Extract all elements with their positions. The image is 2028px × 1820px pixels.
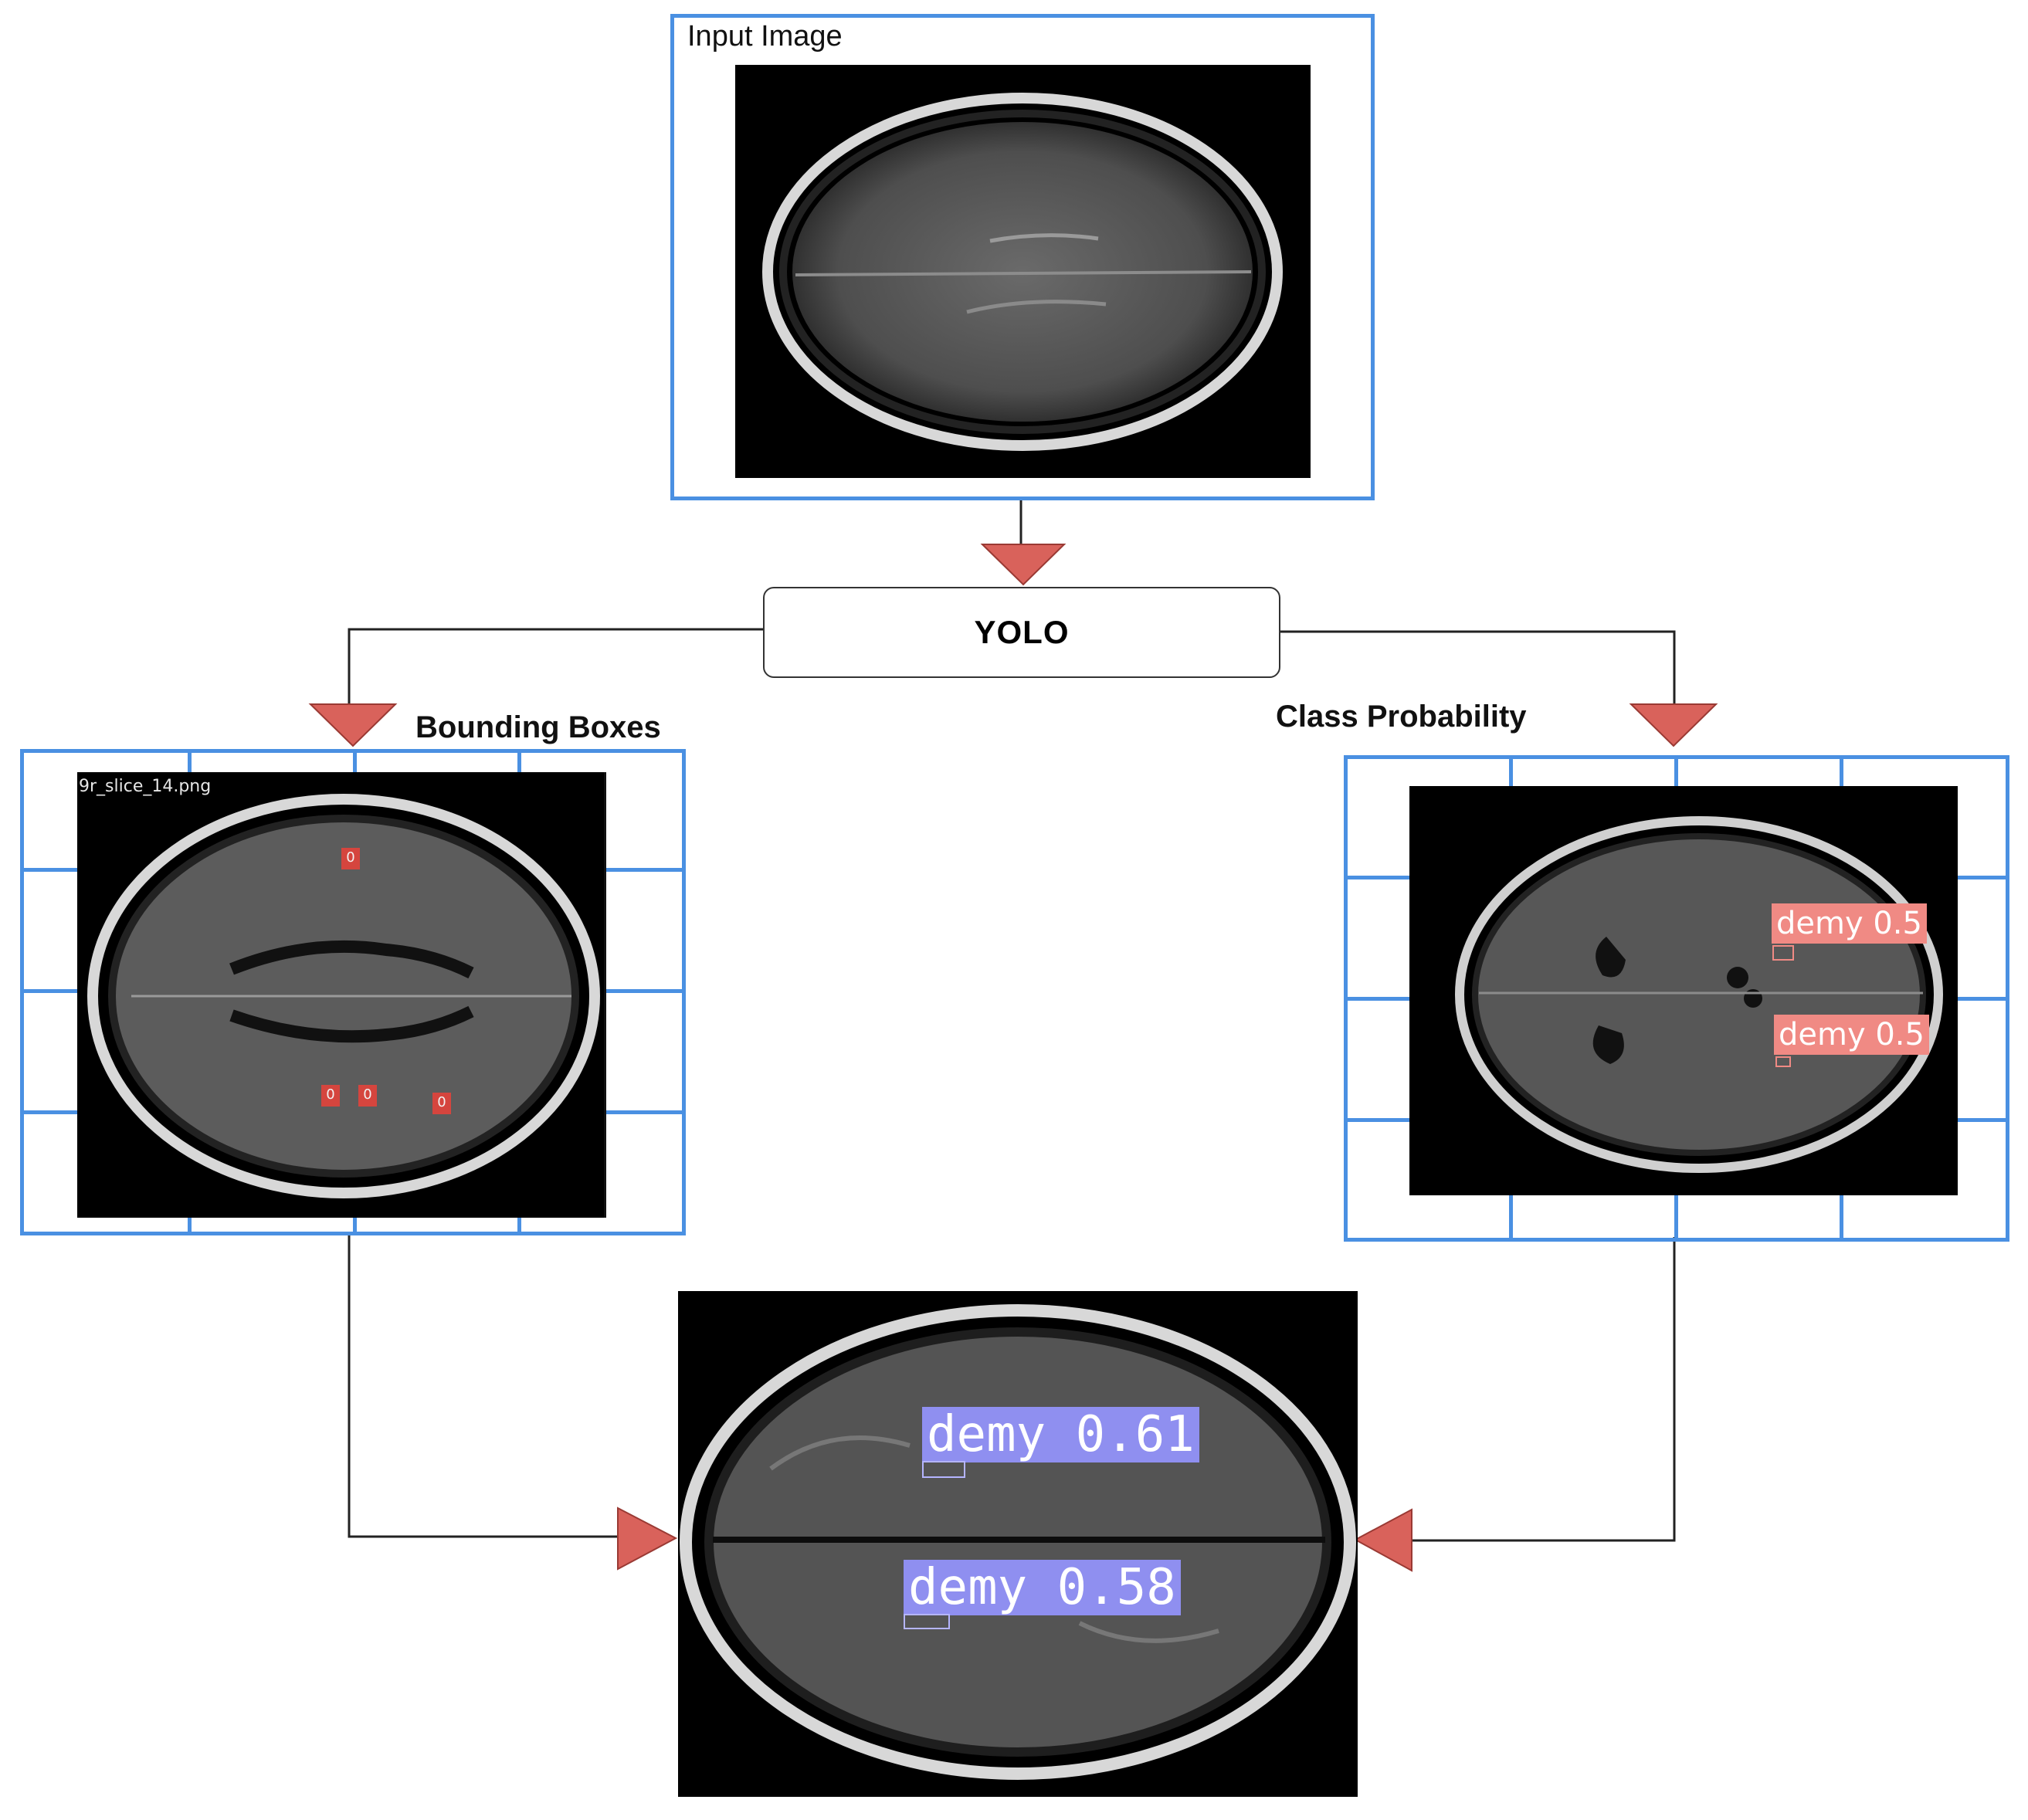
brain-scan-image (87, 794, 600, 1198)
input-image-frame (670, 14, 1375, 500)
detection-box (1772, 945, 1794, 961)
class-probability-title: Class Probability (1276, 700, 1527, 734)
yolo-model-box: YOLO (763, 587, 1280, 678)
arrow-left-to-output (617, 1506, 678, 1571)
bounding-marker: 0 (321, 1085, 340, 1107)
input-image-title: Input Image (687, 20, 843, 53)
arrow-to-yolo (980, 544, 1067, 586)
arrow-to-classprob (1629, 703, 1718, 747)
classprob-detection-label: demy 0.5 (1772, 903, 1927, 944)
detection-box (1775, 1056, 1791, 1067)
classprob-mri-scan: demy 0.5 demy 0.5 (1409, 786, 1958, 1195)
detection-box (904, 1614, 950, 1629)
connector-classprob-output (1409, 1237, 1676, 1542)
bounding-marker: 0 (341, 848, 360, 869)
classprob-detection-label: demy 0.5 (1774, 1015, 1929, 1055)
arrow-to-bounding (308, 703, 398, 747)
output-mri-scan: demy 0.61 demy 0.58 (678, 1291, 1358, 1797)
connector-yolo-classprob (1278, 630, 1676, 704)
brain-scan-image (680, 1304, 1356, 1780)
bounding-marker: 0 (432, 1093, 451, 1114)
brain-scan-image (1455, 816, 1943, 1173)
bounding-image-edge (604, 772, 606, 1218)
bounding-marker: 0 (358, 1085, 377, 1107)
detection-box (922, 1461, 965, 1478)
arrow-right-to-output (1353, 1508, 1412, 1572)
output-detection-label: demy 0.61 (922, 1407, 1199, 1462)
connector-bounding-output (348, 1234, 618, 1538)
bounding-boxes-title: Bounding Boxes (415, 710, 661, 744)
connector-yolo-bounding (348, 628, 765, 704)
input-mri-scan (735, 65, 1311, 478)
brain-scan-image (762, 93, 1283, 451)
bounding-mri-scan: 9r_slice_14.png 0 0 0 0 (77, 772, 604, 1218)
output-detection-label: demy 0.58 (904, 1560, 1181, 1615)
image-filename: 9r_slice_14.png (79, 777, 212, 796)
